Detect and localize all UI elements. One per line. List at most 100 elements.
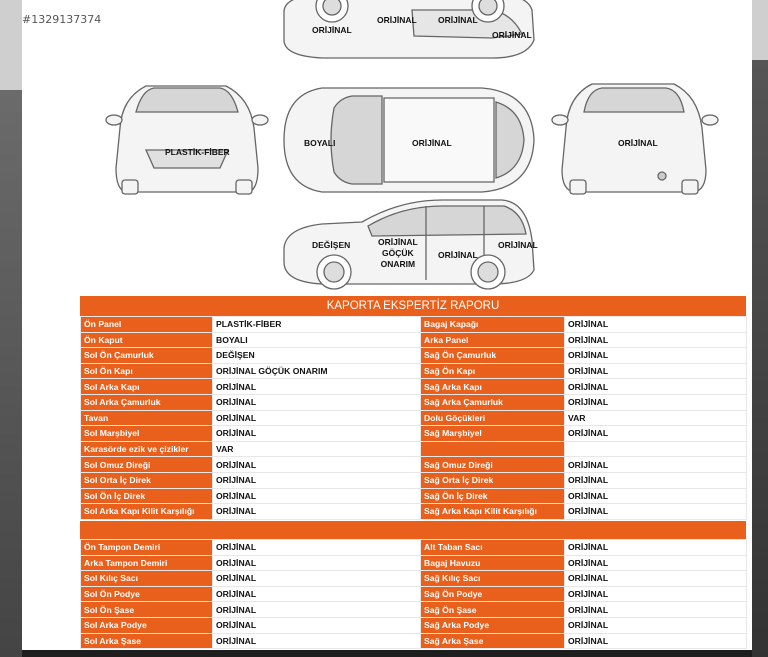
label-top-roof: ORİJİNAL bbox=[412, 138, 452, 148]
part-name-left: Sol Arka Çamurluk bbox=[80, 393, 213, 411]
part-name-left: Ön Tampon Demiri bbox=[80, 539, 213, 556]
part-name-right: Sağ Arka Kapı Kilit Karşılığı bbox=[420, 503, 565, 520]
part-name-right: Bagaj Kapağı bbox=[420, 316, 565, 333]
status-left: PLASTİK-FİBER bbox=[212, 316, 421, 333]
car-top-roof bbox=[383, 97, 495, 183]
car-top-windshield bbox=[330, 95, 383, 185]
label-bottom-rear: ORİJİNAL bbox=[498, 240, 538, 250]
status-left: VAR bbox=[212, 440, 421, 458]
part-name-right: Sağ Arka Çamurluk bbox=[420, 393, 565, 411]
label-rear: ORİJİNAL bbox=[618, 138, 658, 148]
status-right: ORİJİNAL bbox=[564, 331, 747, 349]
part-name-right: Sağ Orta İç Direk bbox=[420, 471, 565, 489]
status-right bbox=[564, 440, 747, 458]
status-right: ORİJİNAL bbox=[564, 539, 747, 556]
status-left: ORİJİNAL bbox=[212, 393, 421, 411]
part-name-right: Sağ Omuz Direği bbox=[420, 456, 565, 473]
status-left: ORİJİNAL bbox=[212, 539, 421, 556]
part-name-left: Sol Arka Podye bbox=[80, 616, 213, 634]
status-right: ORİJİNAL bbox=[564, 425, 747, 442]
status-right: ORİJİNAL bbox=[564, 456, 747, 473]
car-rear-window bbox=[583, 87, 685, 113]
part-name-left: Ön Panel bbox=[80, 316, 213, 333]
part-name-left: Sol Ön Kapı bbox=[80, 362, 213, 380]
car-side-bottom-windows bbox=[367, 205, 527, 237]
status-right: ORİJİNAL bbox=[564, 393, 747, 411]
status-left: ORİJİNAL GÖÇÜK ONARIM bbox=[212, 362, 421, 380]
part-name-right: Sağ Ön Şase bbox=[420, 601, 565, 618]
status-left: ORİJİNAL bbox=[212, 503, 421, 520]
part-name-left: Ön Kaput bbox=[80, 331, 213, 349]
part-name-right: Sağ Ön Çamurluk bbox=[420, 347, 565, 364]
part-name-left: Tavan bbox=[80, 409, 213, 427]
report-title: KAPORTA EKSPERTİZ RAPORU bbox=[80, 296, 746, 316]
part-name-left: Sol Ön İç Direk bbox=[80, 487, 213, 505]
status-right: ORİJİNAL bbox=[564, 316, 747, 333]
watermark-id: #1329137374 bbox=[22, 13, 102, 26]
status-right: ORİJİNAL bbox=[564, 362, 747, 380]
status-right: ORİJİNAL bbox=[564, 471, 747, 489]
label-top-side-right: ORİJİNAL bbox=[492, 30, 532, 40]
label-bottom-door: ORİJİNAL GÖÇÜK ONARIM bbox=[378, 237, 418, 269]
status-left: ORİJİNAL bbox=[212, 616, 421, 634]
part-name-right bbox=[420, 440, 565, 458]
part-name-right: Sağ Arka Kapı bbox=[420, 378, 565, 395]
label-front: PLASTİK-FİBER bbox=[165, 147, 230, 157]
status-left: ORİJİNAL bbox=[212, 487, 421, 505]
part-name-left: Sol Ön Çamurluk bbox=[80, 347, 213, 364]
part-name-right: Dolu Göçükleri bbox=[420, 409, 565, 427]
status-right: ORİJİNAL bbox=[564, 554, 747, 572]
label-bottom-rear-door: ORİJİNAL bbox=[438, 250, 478, 260]
status-left: ORİJİNAL bbox=[212, 471, 421, 489]
part-name-left: Sol Ön Podye bbox=[80, 585, 213, 603]
part-name-left: Sol Marşbiyel bbox=[80, 425, 213, 442]
status-right: ORİJİNAL bbox=[564, 616, 747, 634]
part-name-right: Bagaj Havuzu bbox=[420, 554, 565, 572]
status-left: ORİJİNAL bbox=[212, 456, 421, 473]
status-right: ORİJİNAL bbox=[564, 347, 747, 364]
status-left: DEĞİŞEN bbox=[212, 347, 421, 364]
part-name-left: Sol Kılıç Sacı bbox=[80, 570, 213, 587]
part-name-right: Sağ Ön Podye bbox=[420, 585, 565, 603]
part-name-right: Sağ Arka Şase bbox=[420, 632, 565, 650]
status-right: ORİJİNAL bbox=[564, 378, 747, 395]
status-left: ORİJİNAL bbox=[212, 601, 421, 618]
status-right: VAR bbox=[564, 409, 747, 427]
label-top-side-mid: ORİJİNAL bbox=[438, 15, 478, 25]
part-name-left: Sol Arka Kapı Kilit Karşılığı bbox=[80, 503, 213, 520]
status-left: ORİJİNAL bbox=[212, 409, 421, 427]
label-bottom-front: DEĞİŞEN bbox=[312, 240, 351, 250]
car-diagram: ORİJİNAL ORİJİNAL ORİJİNAL ORİJİNAL PLAS… bbox=[22, 0, 752, 295]
status-right: ORİJİNAL bbox=[564, 632, 747, 650]
car-front-grille bbox=[144, 149, 230, 169]
label-top-hood: BOYALI bbox=[304, 138, 336, 148]
status-left: ORİJİNAL bbox=[212, 425, 421, 442]
car-front-windshield bbox=[135, 87, 239, 113]
status-right: ORİJİNAL bbox=[564, 601, 747, 618]
car-top-rear-window bbox=[495, 101, 525, 179]
part-name-left: Arka Tampon Demiri bbox=[80, 554, 213, 572]
status-right: ORİJİNAL bbox=[564, 487, 747, 505]
status-left: ORİJİNAL bbox=[212, 554, 421, 572]
status-right: ORİJİNAL bbox=[564, 503, 747, 520]
label-top-side-rear: ORİJİNAL bbox=[312, 25, 352, 35]
report-sheet: ORİJİNAL ORİJİNAL ORİJİNAL ORİJİNAL PLAS… bbox=[22, 0, 752, 650]
part-name-right: Sağ Arka Podye bbox=[420, 616, 565, 634]
